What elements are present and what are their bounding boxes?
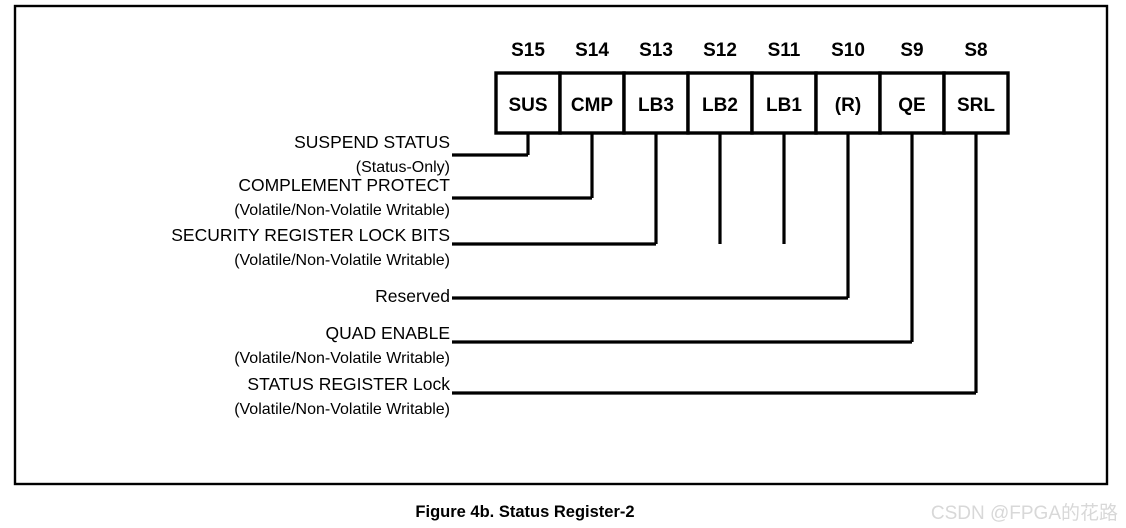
bit-box-s10[interactable] <box>814 71 882 135</box>
bit-index-label-s12: S12 <box>703 40 737 61</box>
description-title-1: COMPLEMENT PROTECT <box>238 175 450 195</box>
description-title-2: SECURITY REGISTER LOCK BITS <box>171 225 450 245</box>
bit-box-s8[interactable] <box>942 71 1010 135</box>
watermark: CSDN @FPGA的花路 <box>931 502 1118 524</box>
bit-index-label-s8: S8 <box>964 40 987 61</box>
figure-caption: Figure 4b. Status Register-2 <box>415 503 634 521</box>
description-subtitle-5: (Volatile/Non-Volatile Writable) <box>234 401 450 418</box>
bit-box-s9[interactable] <box>878 71 946 135</box>
bit-name-s13: LB3 <box>638 95 674 116</box>
bit-name-s11: LB1 <box>766 95 802 116</box>
bit-name-s8: SRL <box>957 95 995 116</box>
description-subtitle-0: (Status-Only) <box>356 159 450 176</box>
leader-lines <box>452 133 978 395</box>
bit-name-s14: CMP <box>571 95 614 116</box>
description-title-5: STATUS REGISTER Lock <box>247 374 450 394</box>
description-subtitle-4: (Volatile/Non-Volatile Writable) <box>234 350 450 367</box>
description-subtitle-1: (Volatile/Non-Volatile Writable) <box>234 202 450 219</box>
description-title-0: SUSPEND STATUS <box>294 132 450 152</box>
bit-index-label-s14: S14 <box>575 40 609 61</box>
bit-name-s9: QE <box>898 95 925 116</box>
bit-index-label-s10: S10 <box>831 40 865 61</box>
bit-name-s10: (R) <box>835 95 861 116</box>
bit-index-label-s11: S11 <box>768 40 801 61</box>
description-labels: SUSPEND STATUS (Status-Only)COMPLEMENT PR… <box>171 132 450 418</box>
bit-index-label-s9: S9 <box>900 40 923 61</box>
bit-index-label-s15: S15 <box>511 40 545 61</box>
bit-name-s12: LB2 <box>702 95 738 116</box>
bit-name-s15: SUS <box>508 95 547 116</box>
bit-box-s12[interactable] <box>686 71 754 135</box>
description-title-3: Reserved <box>375 286 450 306</box>
figure-border <box>13 4 1109 486</box>
description-subtitle-2: (Volatile/Non-Volatile Writable) <box>234 252 450 269</box>
bit-index-label-s13: S13 <box>639 40 673 61</box>
description-title-4: QUAD ENABLE <box>326 323 450 343</box>
